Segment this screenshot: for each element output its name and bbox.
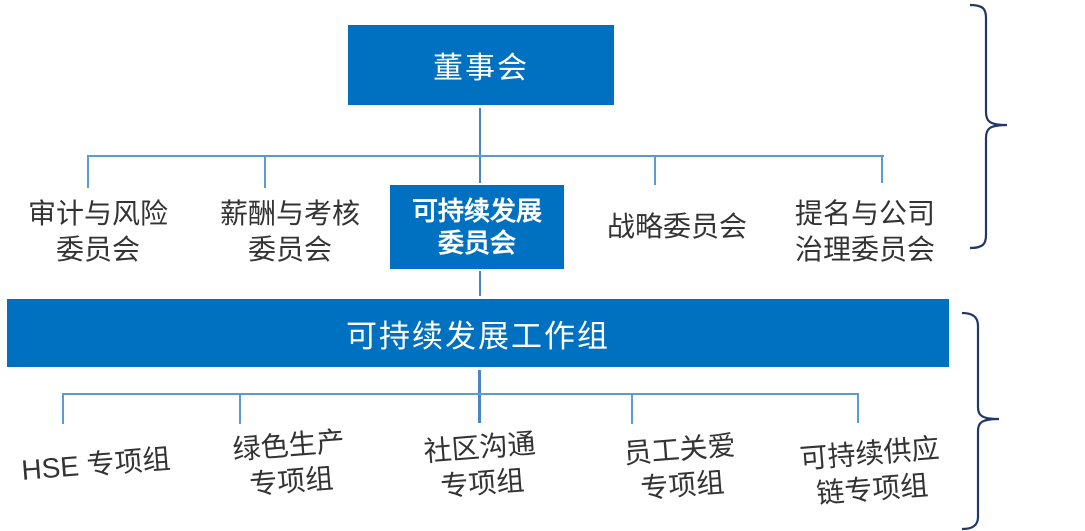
connector-drop-green (239, 393, 241, 424)
node-green-production-taskforce: 绿色生产 专项组 (187, 420, 392, 507)
node-sustainable-supplychain-taskforce: 可持续供应 链专项组 (768, 428, 973, 515)
label-line: 治理委员会 (794, 233, 935, 265)
label-line: 提名与公司 (794, 198, 935, 229)
connector-drop-hse (62, 393, 64, 424)
connector-drop-audit (87, 155, 89, 188)
connector-drop-nomination (881, 155, 883, 183)
connector-root-vertical (479, 108, 481, 183)
connector-drop-employee (631, 393, 633, 424)
connector-drop-strategy (654, 155, 656, 185)
label-line: 审计与风险 (27, 198, 168, 229)
label-line: HSE 专项组 (20, 443, 172, 486)
node-audit-risk-committee: 审计与风险 委员会 (0, 196, 198, 268)
label-line: 委员会 (55, 233, 140, 265)
connector-bar-vertical (478, 369, 481, 423)
label-line: 薪酬与考核 (219, 198, 360, 229)
node-employee-care-taskforce: 员工关爱 专项组 (578, 424, 783, 511)
node-nomination-governance-committee: 提名与公司 治理委员会 (765, 196, 965, 268)
node-sustainability-working-group: 可持续发展工作组 (4, 296, 952, 370)
node-remuneration-committee: 薪酬与考核 委员会 (190, 196, 390, 268)
node-board-of-directors: 董事会 (345, 22, 617, 108)
node-working-group-label: 可持续发展工作组 (346, 318, 610, 354)
connector-drop-remuneration (264, 155, 266, 188)
node-board-label: 董事会 (433, 52, 529, 85)
label-line: 委员会 (437, 228, 516, 258)
node-community-communication-taskforce: 社区沟通 专项组 (378, 422, 583, 509)
connector-committee-to-bar (479, 270, 481, 296)
connector-drop-supplychain (857, 393, 859, 423)
node-hse-taskforce: HSE 专项组 (0, 439, 197, 490)
connector-top-horizontal (87, 155, 884, 157)
label-line: 委员会 (247, 233, 332, 265)
node-sustainability-committee: 可持续发展 委员会 (388, 183, 566, 271)
label-line: 战略委员会 (606, 211, 747, 242)
connector-bottom-horizontal (62, 393, 859, 395)
label-line: 可持续发展 (411, 195, 542, 226)
node-strategy-committee: 战略委员会 (577, 209, 777, 245)
